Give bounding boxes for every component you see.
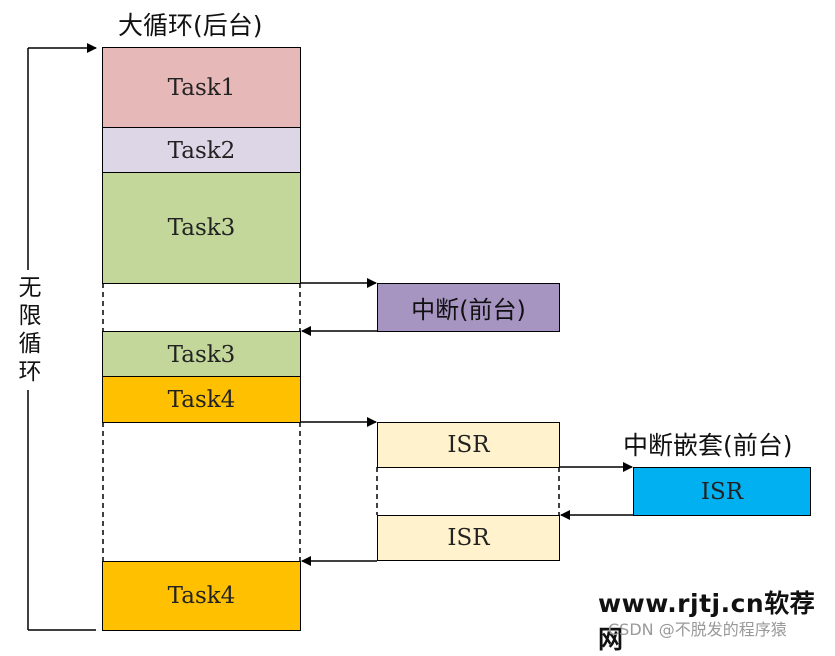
watermark-site: www.rjtj.cn软荐网 bbox=[598, 589, 816, 654]
interrupt-block: 中断(前台) bbox=[377, 283, 560, 332]
isr-block: ISR bbox=[377, 422, 560, 468]
isr-resume-block: ISR bbox=[377, 515, 560, 561]
infinite-loop-label: 无限循环 bbox=[18, 270, 42, 390]
isr-dashed-gap bbox=[376, 467, 560, 515]
nested-interrupt-title: 中断嵌套(前台) bbox=[623, 431, 793, 460]
nested-isr-block: ISR bbox=[633, 467, 811, 516]
task2-block: Task2 bbox=[102, 127, 301, 174]
main-dashed-gap-1 bbox=[102, 283, 301, 331]
watermark-csdn: CSDN @不脱发的程序猿 bbox=[608, 620, 787, 639]
task4-block: Task4 bbox=[102, 376, 301, 423]
task3-block: Task3 bbox=[102, 172, 301, 284]
task3-resume-block: Task3 bbox=[102, 331, 301, 378]
task4-resume-block: Task4 bbox=[102, 561, 301, 631]
task1-block: Task1 bbox=[102, 47, 301, 129]
background-loop-title: 大循环(后台) bbox=[118, 11, 263, 40]
main-dashed-gap-2 bbox=[102, 422, 301, 561]
